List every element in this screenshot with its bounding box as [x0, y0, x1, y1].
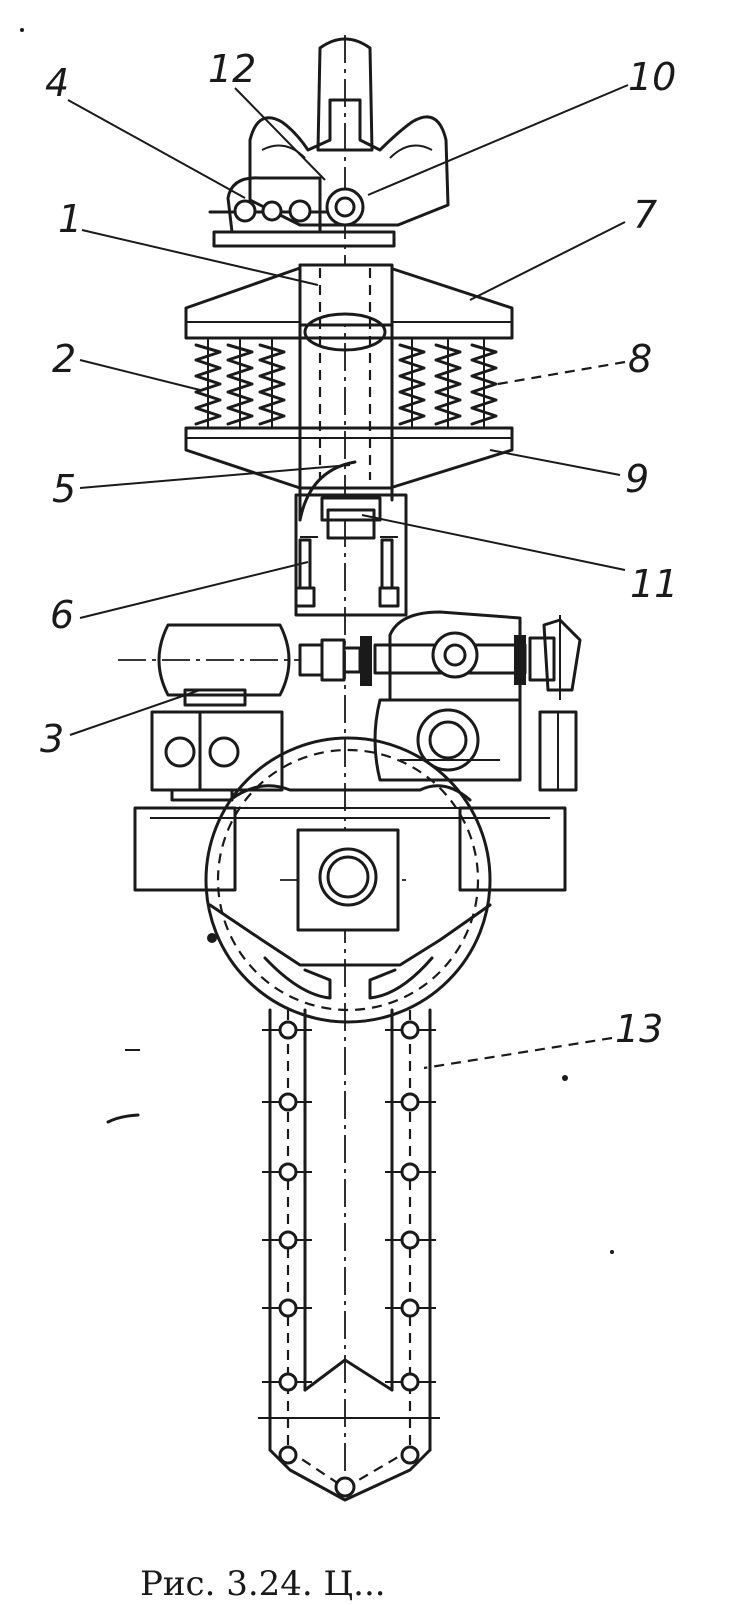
callout-11: 11 [630, 562, 678, 606]
central-column [298, 268, 394, 522]
callout-12: 12 [208, 47, 256, 91]
upper-plate [184, 263, 514, 352]
springs-left [194, 338, 286, 428]
tie-rod [208, 176, 396, 248]
callout-labels: 1 2 3 4 5 6 7 8 9 10 11 12 13 [40, 47, 678, 1051]
frame [133, 784, 567, 892]
callout-6: 6 [50, 593, 74, 637]
leader-lines [67, 84, 629, 1070]
scan-marks [20, 28, 614, 1254]
figure-caption: Рис. 3.24. Ц... [140, 1564, 386, 1604]
callout-2: 2 [52, 337, 76, 381]
drive-wheel [204, 736, 492, 1024]
reducer [373, 610, 527, 782]
motor [118, 623, 300, 802]
callout-4: 4 [45, 61, 69, 105]
callout-9: 9 [625, 457, 649, 501]
callout-1: 1 [58, 197, 82, 241]
callout-10: 10 [628, 55, 676, 99]
callout-3: 3 [40, 717, 64, 761]
brake [528, 615, 582, 792]
callout-7: 7 [633, 193, 657, 237]
callout-13: 13 [615, 1007, 663, 1051]
suspension-hook [248, 37, 450, 227]
chain-boom [258, 1008, 440, 1502]
lower-plate [184, 426, 514, 490]
callout-8: 8 [628, 337, 652, 381]
callout-5: 5 [52, 467, 76, 511]
lower-housing [294, 493, 408, 617]
springs-right [398, 338, 498, 428]
chain-links [262, 1020, 436, 1498]
coupling [298, 636, 372, 686]
